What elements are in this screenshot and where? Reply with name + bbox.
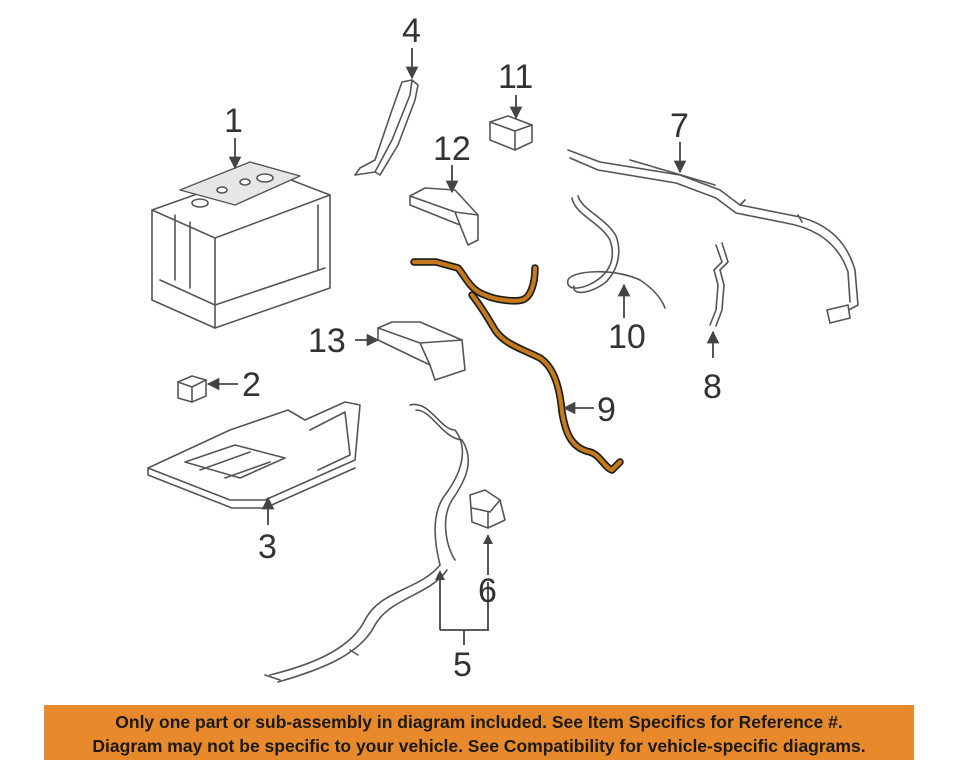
- fuse-block-part-11: [489, 115, 533, 151]
- callout-12: 12: [433, 130, 471, 168]
- cover-part-13: [377, 321, 466, 381]
- callout-10: 10: [608, 318, 646, 356]
- callout-arrows: [206, 48, 720, 645]
- callout-5: 5: [453, 646, 472, 684]
- callout-1: 1: [224, 102, 243, 140]
- callout-3: 3: [258, 528, 277, 566]
- disclaimer-line-1: Only one part or sub-assembly in diagram…: [115, 712, 843, 732]
- cable-part-10: [567, 195, 666, 309]
- cable-part-8: [709, 242, 729, 327]
- clip-part-2: [177, 375, 207, 403]
- cable-part-5: [264, 403, 470, 683]
- disclaimer-line-2: Diagram may not be specific to your vehi…: [92, 736, 866, 756]
- battery-part: [151, 161, 331, 329]
- callout-11: 11: [498, 58, 533, 96]
- callout-9: 9: [597, 391, 616, 429]
- callout-2: 2: [242, 366, 261, 404]
- callout-4: 4: [402, 12, 421, 50]
- bracket-part-4: [354, 79, 419, 176]
- callout-13: 13: [308, 322, 346, 360]
- battery-tray-part: [147, 401, 361, 509]
- callout-8: 8: [703, 368, 722, 406]
- harness-part-7: [567, 149, 859, 324]
- clip-part-6: [469, 489, 506, 529]
- cover-part-12: [409, 187, 479, 246]
- callout-7: 7: [670, 107, 689, 145]
- parts-diagram: 1 2 3 4 5 6 7 8 9 10 11 12 13: [147, 12, 859, 684]
- callout-6: 6: [478, 572, 497, 610]
- highlighted-cable-part-9: [410, 258, 624, 474]
- disclaimer-banner: Only one part or sub-assembly in diagram…: [44, 705, 914, 760]
